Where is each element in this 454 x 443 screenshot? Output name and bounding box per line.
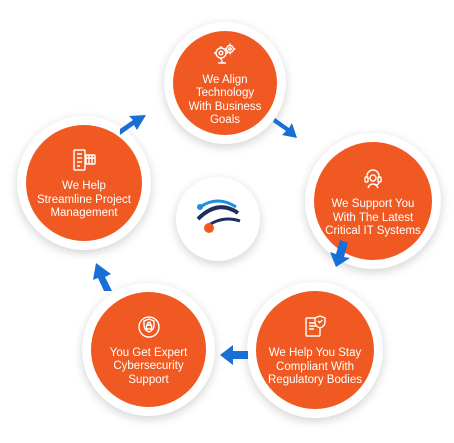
node-label: We Help You Stay Compliant With Regulato… <box>268 347 362 387</box>
node-label: We Support You With The Latest Critical … <box>325 198 421 238</box>
node-cybersecurity: You Get Expert Cybersecurity Support <box>82 283 215 416</box>
node-circle: We Help Streamline Project Management <box>26 125 142 241</box>
shield-lock-icon <box>137 316 160 338</box>
node-label: We Help Streamline Project Management <box>37 180 131 220</box>
arrow-up-icon <box>93 263 112 291</box>
arrow-right-icon <box>273 118 297 138</box>
node-project-management: We Help Streamline Project Management <box>17 116 151 250</box>
node-label: We Align Technology With Business Goals <box>188 73 262 127</box>
node-circle: You Get Expert Cybersecurity Support <box>91 292 206 407</box>
project-board-icon <box>73 149 96 171</box>
arrow-up-right-icon <box>120 115 146 135</box>
node-circle: We Help You Stay Compliant With Regulato… <box>256 291 374 409</box>
gears-brain-icon <box>214 43 236 64</box>
node-circle: We Align Technology With Business Goals <box>173 31 277 135</box>
company-logo <box>196 199 241 233</box>
node-label: You Get Expert Cybersecurity Support <box>109 346 188 386</box>
node-circle: We Support You With The Latest Critical … <box>314 142 432 260</box>
node-latest-it-systems: We Support You With The Latest Critical … <box>305 133 441 269</box>
node-stay-compliant: We Help You Stay Compliant With Regulato… <box>247 282 383 418</box>
arrow-down-icon <box>330 240 350 267</box>
node-align-technology: We Align Technology With Business Goals <box>164 22 286 144</box>
headset-support-icon <box>364 169 382 189</box>
center-logo <box>176 177 260 261</box>
compliance-document-icon <box>305 315 326 337</box>
arrow-left-icon <box>220 345 248 365</box>
